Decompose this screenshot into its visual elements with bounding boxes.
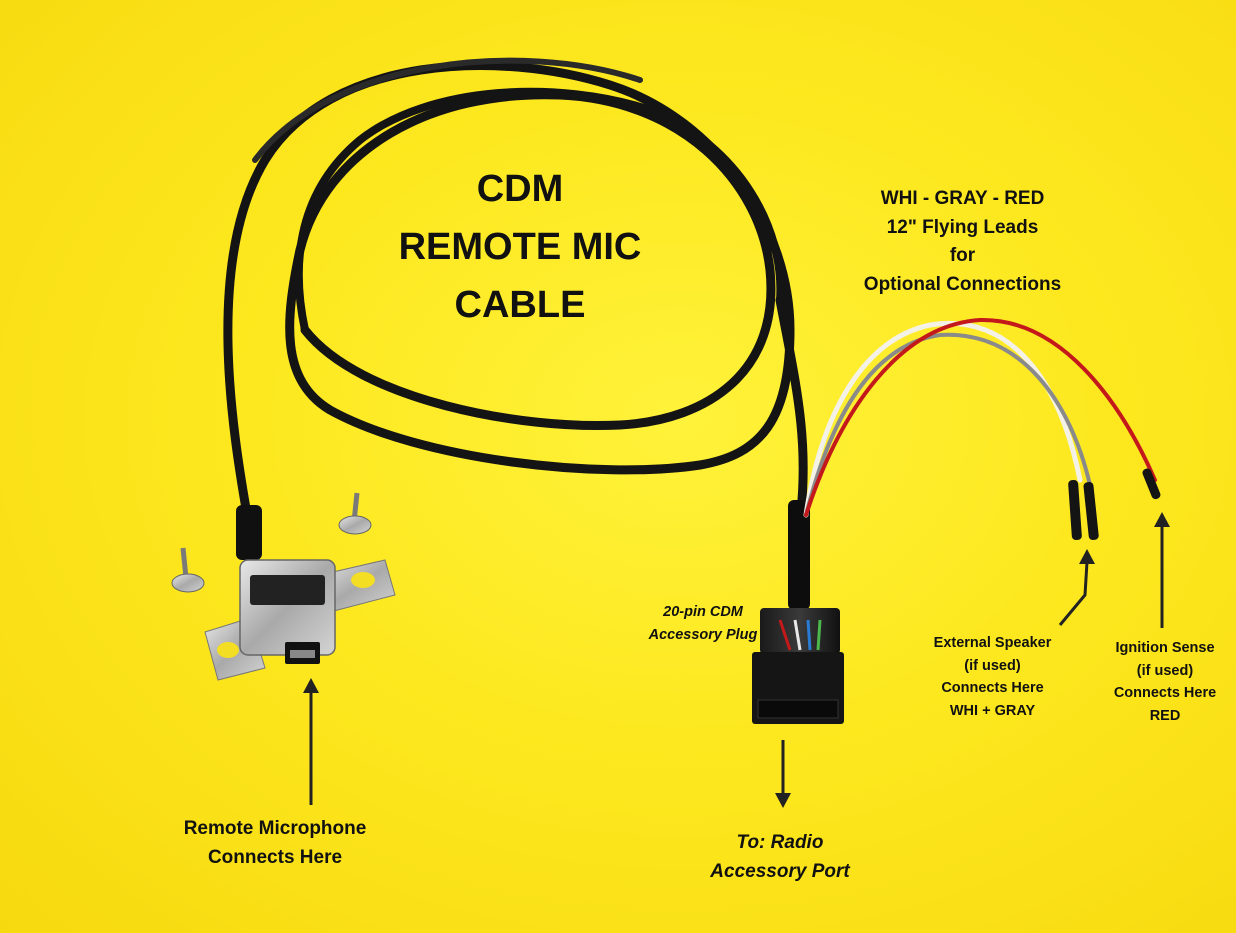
leads-line-2: 12" Flying Leads (886, 216, 1039, 238)
title-line-1: CDM (476, 168, 564, 210)
speaker-line-2: (if used) (964, 657, 1021, 674)
mic-cable-boot (236, 505, 262, 560)
title-line-3: CABLE (454, 284, 586, 326)
speaker-label: External Speaker (if used) Connects Here… (905, 632, 1080, 722)
cable-coil (223, 57, 808, 525)
lead-tip-white (1068, 479, 1082, 541)
plug-line-1: 20-pin CDM (663, 604, 743, 620)
radio-line-1: To: Radio (736, 832, 824, 853)
arrow-speaker (1058, 549, 1095, 626)
speaker-line-4: WHI + GRAY (949, 702, 1036, 719)
mic-connector (204, 559, 396, 681)
leads-line-4: Optional Connections (863, 273, 1062, 295)
ignition-label: Ignition Sense (if used) Connects Here R… (1095, 637, 1235, 727)
lead-tip-red (1142, 468, 1161, 500)
ignition-line-4: RED (1149, 707, 1181, 724)
speaker-line-1: External Speaker (933, 635, 1052, 651)
ignition-line-1: Ignition Sense (1115, 640, 1215, 656)
product-title: CDM REMOTE MIC CABLE (350, 160, 690, 334)
radio-label: To: Radio Accessory Port (680, 828, 880, 886)
mic-label: Remote Microphone Connects Here (155, 814, 395, 872)
ignition-line-3: Connects Here (1113, 685, 1217, 701)
leads-line-3: for (949, 245, 976, 266)
mic-line-1: Remote Microphone (183, 818, 367, 839)
lead-tip-gray (1083, 482, 1099, 540)
strain-relief (788, 500, 810, 610)
flying-leads (803, 317, 1157, 518)
ignition-line-2: (if used) (1136, 662, 1194, 679)
arrow-radio (775, 740, 791, 808)
leads-line-1: WHI - GRAY - RED (880, 188, 1045, 209)
screw-right (338, 492, 372, 535)
plug-line-2: Accessory Plug (648, 626, 758, 643)
flying-leads-label: WHI - GRAY - RED 12" Flying Leads for Op… (835, 185, 1090, 299)
arrow-mic (303, 678, 319, 805)
arrow-ignition (1154, 512, 1170, 628)
speaker-line-3: Connects Here (941, 680, 1044, 696)
plug-label: 20-pin CDM Accessory Plug (628, 601, 778, 646)
title-line-2: REMOTE MIC (398, 226, 642, 268)
accessory-plug (752, 608, 844, 724)
screw-left (171, 547, 205, 593)
radio-line-2: Accessory Port (710, 861, 850, 882)
mic-line-2: Connects Here (207, 847, 343, 868)
